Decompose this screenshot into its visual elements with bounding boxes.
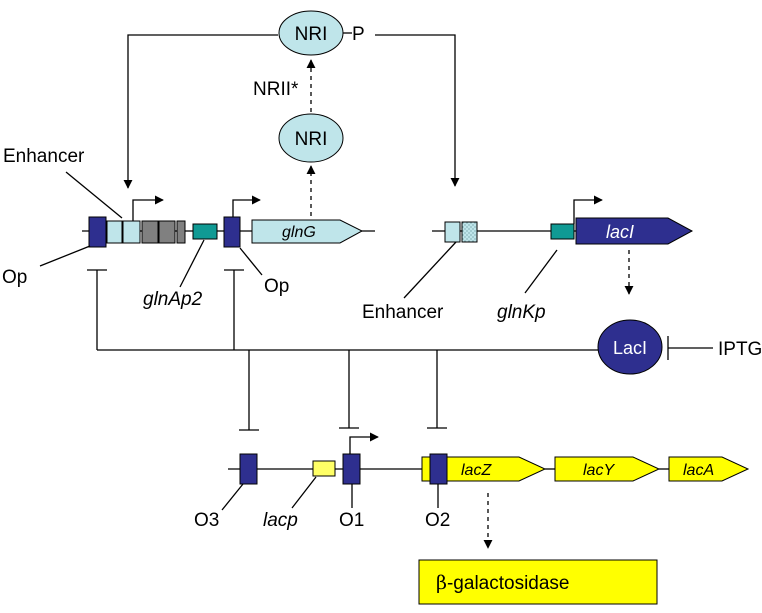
phosphate-label: P <box>352 24 365 45</box>
laci-gene <box>575 217 694 245</box>
op-left-pointer <box>39 245 91 267</box>
operator-o3 <box>239 453 258 485</box>
enhancer-tss-arrow <box>132 195 164 221</box>
o3-pointer <box>221 483 244 511</box>
op-right-label: Op <box>264 276 289 297</box>
nri-top-label: NRI <box>295 24 328 45</box>
nri-phosphorylated-node: NRI <box>278 10 344 56</box>
laca-gene <box>668 456 750 482</box>
nrii-label: NRII* <box>253 79 299 100</box>
galactosidase-text: -galactosidase <box>447 573 570 594</box>
lacy-label: lacY <box>583 462 615 479</box>
glnkp-promoter-box <box>550 223 575 240</box>
operator-o1 <box>342 453 361 485</box>
laci-gene-label: lacI <box>606 222 634 242</box>
glng-label: glnG <box>282 224 316 241</box>
lacy-gene <box>554 456 661 482</box>
glnap2-tss-arrow <box>232 195 261 217</box>
glnkp-tss-arrow <box>573 195 603 224</box>
lacz-label: lacZ <box>461 462 492 479</box>
glnap2-promoter-box <box>192 223 218 240</box>
lac-operon: lacZ lacY lacA <box>228 432 750 485</box>
o1-label: O1 <box>339 510 364 531</box>
glng-gene <box>251 219 364 244</box>
binding-site-1 <box>141 220 159 244</box>
lacp-label: lacp <box>263 510 298 531</box>
glnkp-label: glnKp <box>497 302 546 323</box>
operator-o2 <box>429 453 448 485</box>
laci-repression-network <box>87 269 598 431</box>
beta-galactosidase-label: β-galactosidase <box>436 572 570 594</box>
nri-p-feedback-lines <box>123 34 460 189</box>
glnkp-pointer <box>524 249 558 294</box>
lacp-tss-arrow <box>349 432 379 454</box>
laci-protein-node: LacI <box>597 319 663 375</box>
glnap2-operon: glnG <box>82 195 375 248</box>
enhancer-left-label: Enhancer <box>3 146 85 167</box>
o2-label: O2 <box>425 510 450 531</box>
enhancer-box-1 <box>106 220 123 244</box>
operator-op-right <box>223 216 241 248</box>
enhancer-right-box-2 <box>461 221 478 243</box>
glnap2-label: glnAp2 <box>143 289 203 310</box>
enhancer-right-pointer <box>403 241 457 299</box>
nri-node: NRI <box>278 113 344 163</box>
lacp-promoter-box <box>312 460 336 477</box>
lacp-pointer <box>291 476 317 509</box>
enhancer-left-pointer <box>65 171 123 219</box>
o3-label: O3 <box>194 510 219 531</box>
glnkp-laci-cassette: lacI <box>432 195 694 245</box>
nri-mid-label: NRI <box>295 129 328 150</box>
iptg-label: IPTG <box>718 339 762 360</box>
laci-protein-label: LacI <box>613 338 647 358</box>
lacz-gene <box>421 456 547 482</box>
laca-label: lacA <box>683 462 714 479</box>
op-left-label: Op <box>2 267 27 288</box>
binding-site-2 <box>158 220 176 244</box>
beta-symbol: β <box>436 572 447 594</box>
enhancer-right-box-1 <box>444 221 461 243</box>
operator-op-left <box>88 216 107 248</box>
enhancer-box-2 <box>122 220 141 244</box>
beta-galactosidase-box: β-galactosidase <box>418 559 658 605</box>
enhancer-right-label: Enhancer <box>362 302 444 323</box>
binding-site-3 <box>176 220 186 244</box>
glnap2-pointer <box>179 239 205 288</box>
op-right-pointer <box>239 247 263 276</box>
